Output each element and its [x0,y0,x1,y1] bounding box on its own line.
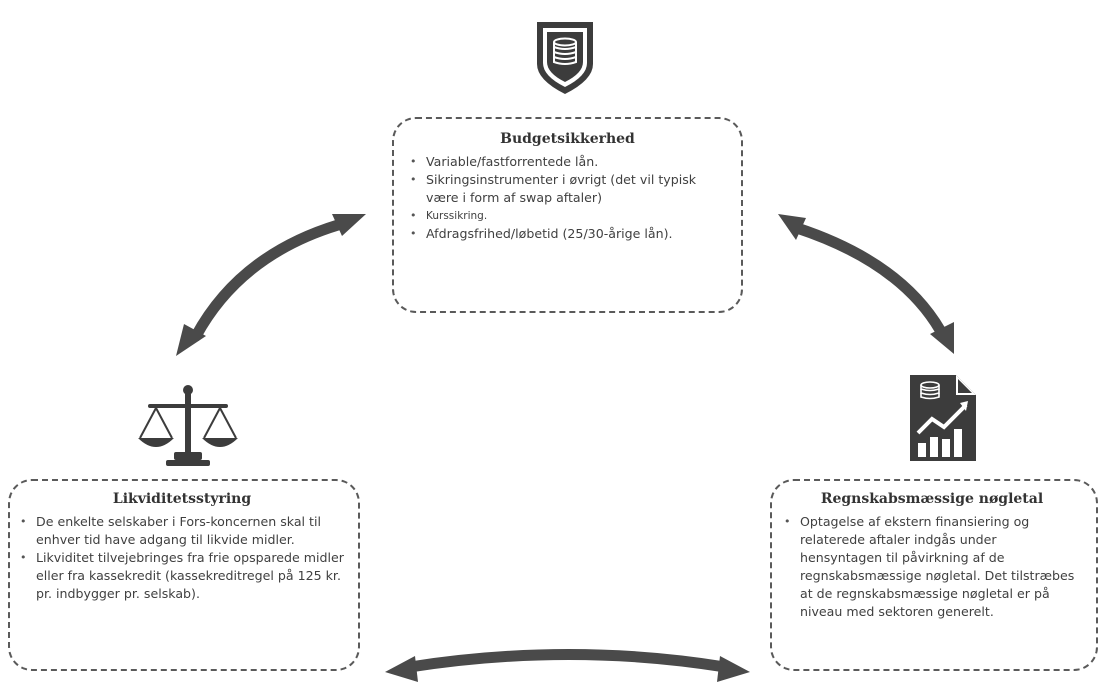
arrow-left-top [190,219,344,342]
arrowhead-left-top-b [332,214,366,236]
arrowhead-top-right-b [930,322,954,354]
list-item: Variable/fastforrentede lån. [408,153,727,171]
arrowhead-left-top-a [176,324,206,356]
box-title: Budgetsikkerhed [500,131,635,147]
list-item: Afdragsfrihed/løbetid (25/30-årige lån). [408,225,727,243]
bullet-list: Variable/fastforrentede lån. Sikringsins… [408,153,727,243]
bullet-list: Optagelse af ekstern finansiering og rel… [782,513,1082,621]
arrow-top-right [791,222,946,336]
budgetsikkerhed-box: Budgetsikkerhed Variable/fastforrentede … [392,117,743,313]
arrowhead-bottom-b [717,656,750,682]
list-item: Sikringsinstrumenter i øvrigt (det vil t… [408,171,727,207]
likviditetsstyring-box: Likviditetsstyring De enkelte selskaber … [8,479,360,671]
list-item: Likviditet tilvejebringes fra frie opspa… [18,549,346,603]
arrowhead-top-right-a [778,214,806,240]
box-title: Likviditetsstyring [112,491,252,507]
regnskabsmaessige-noegletal-box: Regnskabsmæssige nøgletal Optagelse af e… [770,479,1098,671]
list-item: De enkelte selskaber i Fors-koncernen sk… [18,513,346,549]
balance-scale-icon [138,385,238,466]
shield-coins-icon [537,22,593,94]
arrow-bottom [404,649,731,673]
arrowhead-bottom-a [385,656,418,682]
list-item: Optagelse af ekstern finansiering og rel… [782,513,1082,621]
box-title: Regnskabsmæssige nøgletal [820,491,1044,507]
list-item: Kurssikring. [408,207,727,225]
financial-report-icon [910,375,976,461]
bullet-list: De enkelte selskaber i Fors-koncernen sk… [18,513,346,603]
